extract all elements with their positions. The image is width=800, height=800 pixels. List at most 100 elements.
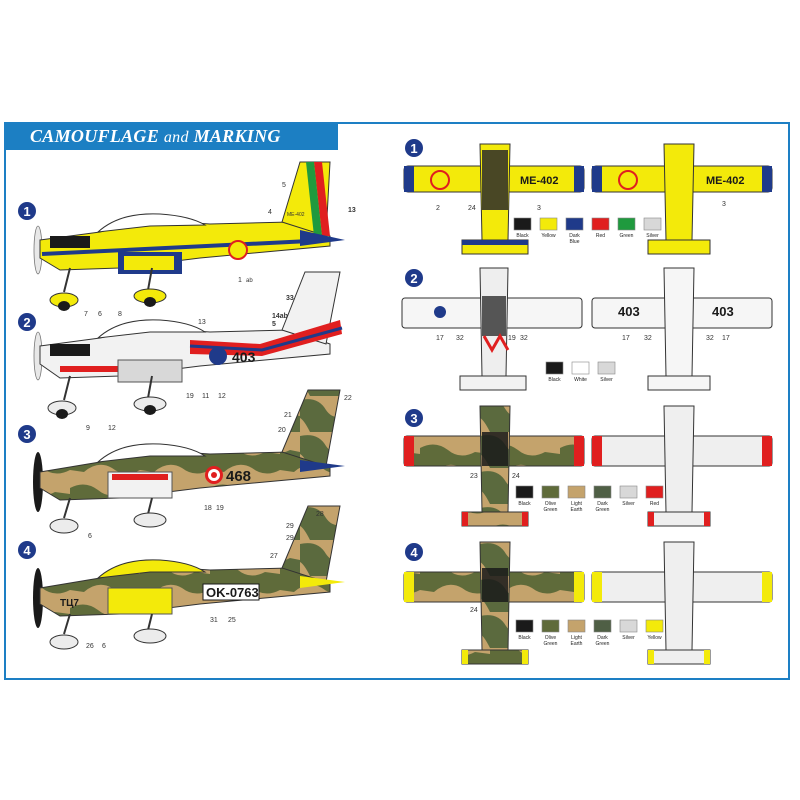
serial-right: 403 (712, 304, 734, 319)
swatch-label: Blue (569, 239, 579, 245)
scheme-number: 2 (410, 271, 417, 286)
swatch-label: Light (571, 501, 582, 507)
swatch-label: Red (596, 233, 605, 239)
swatch-label: Dark (597, 635, 608, 641)
callout: 7 (84, 311, 88, 318)
swatch-dark-blue (565, 217, 584, 231)
callout: 13 (198, 319, 206, 326)
callout: 13 (348, 207, 356, 214)
callout: 14ab (272, 313, 288, 320)
callout: 31 (210, 617, 218, 624)
scheme-number: 2 (23, 315, 30, 330)
callout: 19 (216, 505, 224, 512)
swatch-green (617, 217, 636, 231)
page-title: CAMOUFLAGE and MARKING (30, 126, 281, 147)
callout: 24 (468, 205, 476, 212)
swatch-olive-green (541, 619, 560, 633)
scheme-number: 3 (23, 427, 30, 442)
callout: 6 (102, 643, 106, 650)
callout: 32 (644, 335, 652, 342)
scheme-4-plan-views: 4 24 (403, 541, 773, 665)
title-main: CAMOUFLAGE (30, 126, 160, 146)
callout: 5 (272, 321, 276, 328)
serial: 403 (232, 349, 256, 365)
scheme-3-side-profile: 3 468 21 22 20 6 18 19 (18, 389, 352, 540)
callout: 12 (108, 425, 116, 432)
swatch-label: Yellow (647, 635, 662, 641)
scheme-number: 4 (410, 545, 418, 560)
swatch-black (515, 619, 534, 633)
title-band (6, 124, 338, 150)
callout: 4 (268, 209, 272, 216)
serial: OK-0763 (206, 585, 259, 600)
scheme-number: 3 (410, 411, 417, 426)
swatch-label: Light (571, 635, 582, 641)
swatch-label: Green (596, 507, 610, 513)
swatch-label: Green (544, 641, 558, 647)
callout: 22 (344, 395, 352, 402)
swatch-label: Dark (569, 233, 580, 239)
callout: ab (246, 278, 253, 284)
swatch-label: Silver (646, 233, 659, 239)
swatch-label: Green (544, 507, 558, 513)
swatch-label: Red (650, 501, 659, 507)
callout: 33 (286, 295, 294, 302)
swatch-light-earth (567, 485, 586, 499)
title-tail: MARKING (193, 126, 281, 146)
swatch-yellow (645, 619, 664, 633)
callout: 9 (86, 425, 90, 432)
callout: 28 (316, 511, 324, 518)
swatch-label: Green (596, 641, 610, 647)
swatch-label: Green (620, 233, 634, 239)
callout: 32 (456, 335, 464, 342)
callout: 1 (238, 277, 242, 284)
serial: 468 (226, 468, 251, 485)
scheme-number: 1 (23, 204, 30, 219)
scheme-number: 1 (410, 141, 417, 156)
callout: 18 (204, 505, 212, 512)
swatch-red (591, 217, 610, 231)
callout: 32 (706, 335, 714, 342)
scheme-3-plan-views: 3 23 24 (403, 405, 773, 527)
nose-marking: ТЦ7 (60, 598, 79, 609)
callout: 19 (186, 393, 194, 400)
callout: 21 (284, 412, 292, 419)
swatch-silver (597, 361, 616, 375)
swatch-silver (619, 485, 638, 499)
swatch-silver (619, 619, 638, 633)
callout: 2 (436, 205, 440, 212)
serial: 403 (618, 304, 640, 319)
scheme-number: 4 (23, 543, 31, 558)
callout: 17 (436, 335, 444, 342)
swatch-label: Olive (545, 635, 557, 641)
swatch-black (515, 485, 534, 499)
callout: 29 (286, 535, 294, 542)
swatch-black (545, 361, 564, 375)
swatch-dark-green (593, 619, 612, 633)
swatch-label: Black (518, 635, 531, 641)
side-serial: ME-402 (287, 212, 305, 218)
callout: 6 (98, 311, 102, 318)
callout: 24 (512, 473, 520, 480)
swatch-black (513, 217, 532, 231)
callout: 6 (88, 533, 92, 540)
serial: ME-402 (520, 175, 559, 187)
swatch-label: Earth (571, 641, 583, 647)
callout: 32 (520, 335, 528, 342)
callout: 27 (270, 553, 278, 560)
callout: 5 (282, 182, 286, 189)
swatch-label: Silver (622, 635, 635, 641)
swatch-label: Black (518, 501, 531, 507)
swatch-label: Silver (622, 501, 635, 507)
callout: 12 (218, 393, 226, 400)
swatch-label: Yellow (541, 233, 556, 239)
swatch-dark-green (593, 485, 612, 499)
callout: 17 (722, 335, 730, 342)
scheme-2-plan-views: 2 403 403 17 32 32 19 17 32 32 17 (401, 267, 773, 391)
callout: 26 (86, 643, 94, 650)
callout: 11 (202, 393, 209, 400)
callout: 29 (286, 523, 294, 530)
